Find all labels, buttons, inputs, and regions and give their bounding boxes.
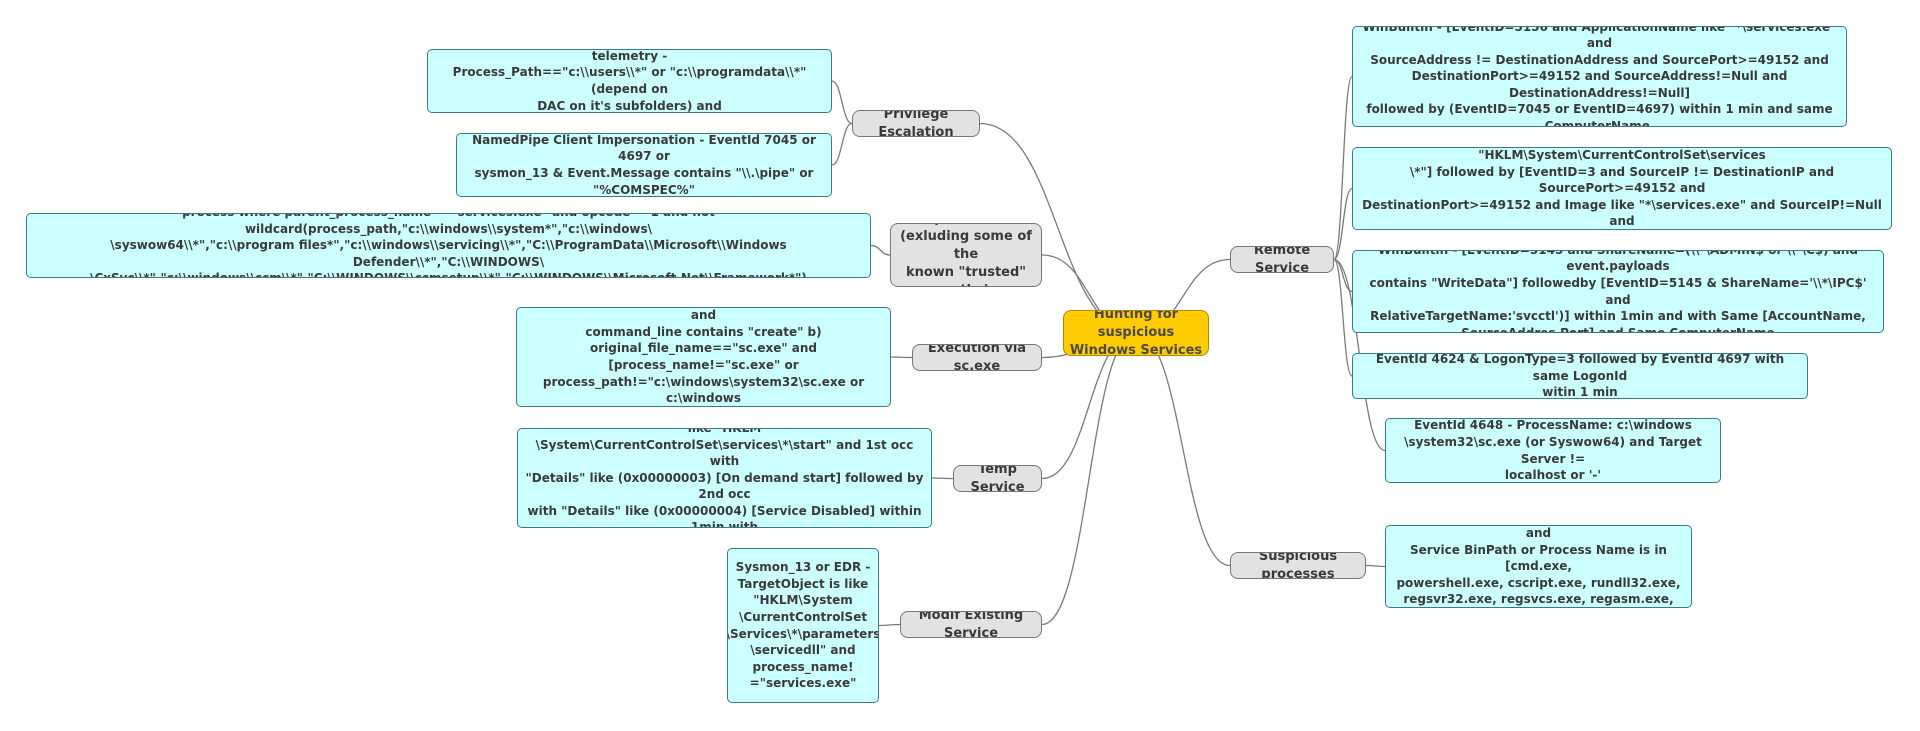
connector-n-b0-1	[831, 122, 853, 166]
branch-remote-service: Remote Service	[1230, 246, 1334, 273]
connector-n-b2-0	[890, 356, 913, 359]
connector-n-b4-0	[878, 623, 901, 627]
branch-temp-service: Temp Service	[953, 465, 1042, 492]
leaf-namedpipe-impersonation: NamedPipe Client Impersonation - EventId…	[456, 133, 832, 197]
branch-suspicious-processes: Suspicious processes	[1230, 552, 1366, 579]
connector-n-r0-0	[1333, 75, 1353, 261]
leaf-modif-existing-service: Sysmon_13 or EDR - TargetObject is like …	[727, 548, 879, 703]
branch-privilege-escalation: Privilege Escalation	[852, 110, 980, 137]
connector-n-r0-1	[1333, 187, 1353, 261]
connector-root-right-1	[1135, 332, 1231, 567]
branch-modif-existing-service: Modif Existing Service	[900, 611, 1042, 638]
connector-n-r1-0	[1365, 564, 1386, 568]
root-node: Hunting for suspicious Windows Services	[1063, 310, 1209, 356]
connector-root-left-4	[1041, 332, 1137, 626]
leaf-remote-sysmon-13: Sysmon - [EventID=13 and TargetObject li…	[1352, 147, 1892, 230]
leaf-remote-winbuiltin-5145: WinBuiltin - [EventID=5145 and ShareName…	[1352, 250, 1884, 333]
leaf-vulnerable-service: Vulnerable Service: EventID 4688 or Sysm…	[427, 49, 832, 113]
connector-n-b3-0	[931, 477, 954, 480]
leaf-suspicious-processes: [4688, Sysmon_1, Sysmon_13, 4697, 7045] …	[1385, 525, 1692, 608]
connector-n-r0-3	[1333, 258, 1353, 377]
connector-n-b1-0	[870, 244, 891, 256]
leaf-remote-winbuiltin-5156: WinBuiltin - [EventID=5156 and Applicati…	[1352, 26, 1847, 127]
leaf-remote-4648: EventId 4648 - ProcessName: c:\windows \…	[1385, 418, 1721, 483]
branch-execution-via-sc: Execution via sc.exe	[912, 344, 1042, 371]
branch-suspicious-path: Suspicious Path (exluding some of the kn…	[890, 223, 1042, 287]
leaf-temp-service: 2 occurences of Sysmon - EventId=13 and …	[517, 428, 932, 528]
leaf-sc-exe-execution: [Sysmon_1, 4688, EDR] - a) process_name …	[516, 307, 891, 407]
connector-n-b0-0	[831, 80, 853, 125]
leaf-remote-4624: EventId 4624 & LogonType=3 followed by E…	[1352, 353, 1808, 399]
leaf-suspicious-path-query: process where parent_process_name=="serv…	[26, 213, 871, 278]
